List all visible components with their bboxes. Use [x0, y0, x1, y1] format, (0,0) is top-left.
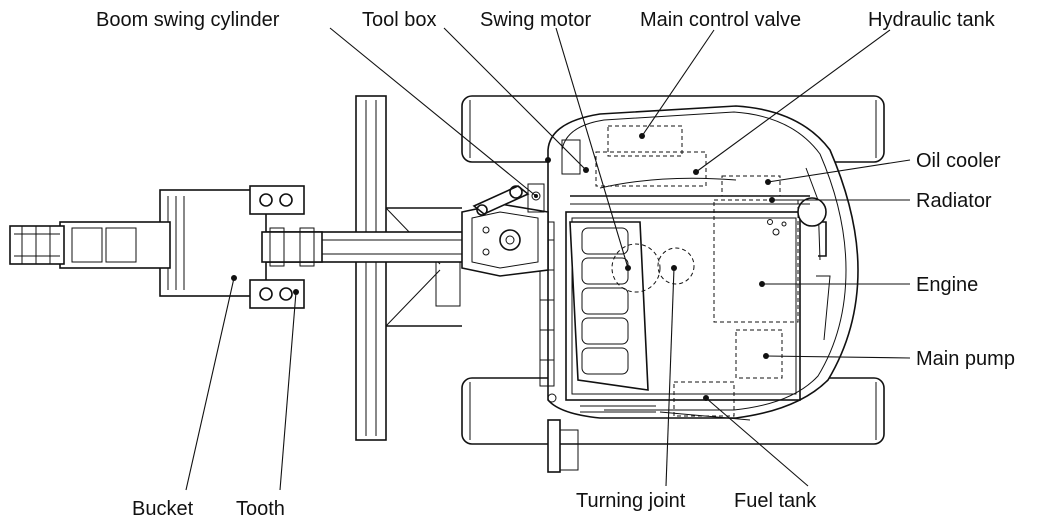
lower-hose-bracket	[547, 393, 579, 473]
label-tool-box: Tool box	[362, 9, 437, 31]
main-pump-outline	[735, 329, 783, 379]
leader-swing-motor	[555, 27, 629, 269]
leader-turning-joint	[665, 267, 675, 487]
label-main-control-valve: Main control valve	[640, 9, 801, 31]
leader-tool-box	[443, 27, 587, 171]
main-control-valve-outline	[607, 125, 683, 157]
dashed-components	[595, 125, 799, 417]
label-engine: Engine	[916, 274, 978, 296]
leader-main-control-valve	[641, 29, 715, 137]
label-radiator: Radiator	[916, 190, 992, 212]
label-tooth: Tooth	[236, 498, 285, 520]
leader-hydraulic-tank	[695, 29, 891, 173]
labels: Boom swing cylinder Tool box Swing motor…	[96, 9, 1015, 520]
dozer-blade	[355, 95, 462, 441]
leader-oil-cooler	[767, 159, 911, 183]
turning-joint-outline	[657, 247, 695, 285]
label-turning-joint: Turning joint	[576, 490, 686, 512]
label-fuel-tank: Fuel tank	[734, 490, 817, 512]
leader-fuel-tank	[705, 397, 809, 487]
label-main-pump: Main pump	[916, 348, 1015, 370]
hydraulic-tank-outline	[595, 151, 707, 187]
label-swing-motor: Swing motor	[480, 9, 591, 31]
leader-tooth	[279, 291, 297, 491]
swing-motor-outline	[611, 243, 661, 293]
label-bucket: Bucket	[132, 498, 194, 520]
oil-cooler-outline	[721, 175, 781, 197]
engine-outline	[713, 199, 799, 323]
leader-lines	[185, 27, 911, 491]
arm-bucket-assembly	[9, 185, 323, 309]
leader-bucket	[185, 277, 235, 491]
label-hydraulic-tank: Hydraulic tank	[868, 9, 996, 31]
upper-structure	[539, 105, 859, 421]
label-boom-swing-cylinder: Boom swing cylinder	[96, 9, 280, 31]
label-oil-cooler: Oil cooler	[916, 150, 1001, 172]
fuel-tank-outline	[673, 381, 735, 417]
leader-main-pump	[765, 355, 911, 359]
leader-boom-swing-cylinder	[329, 27, 537, 197]
